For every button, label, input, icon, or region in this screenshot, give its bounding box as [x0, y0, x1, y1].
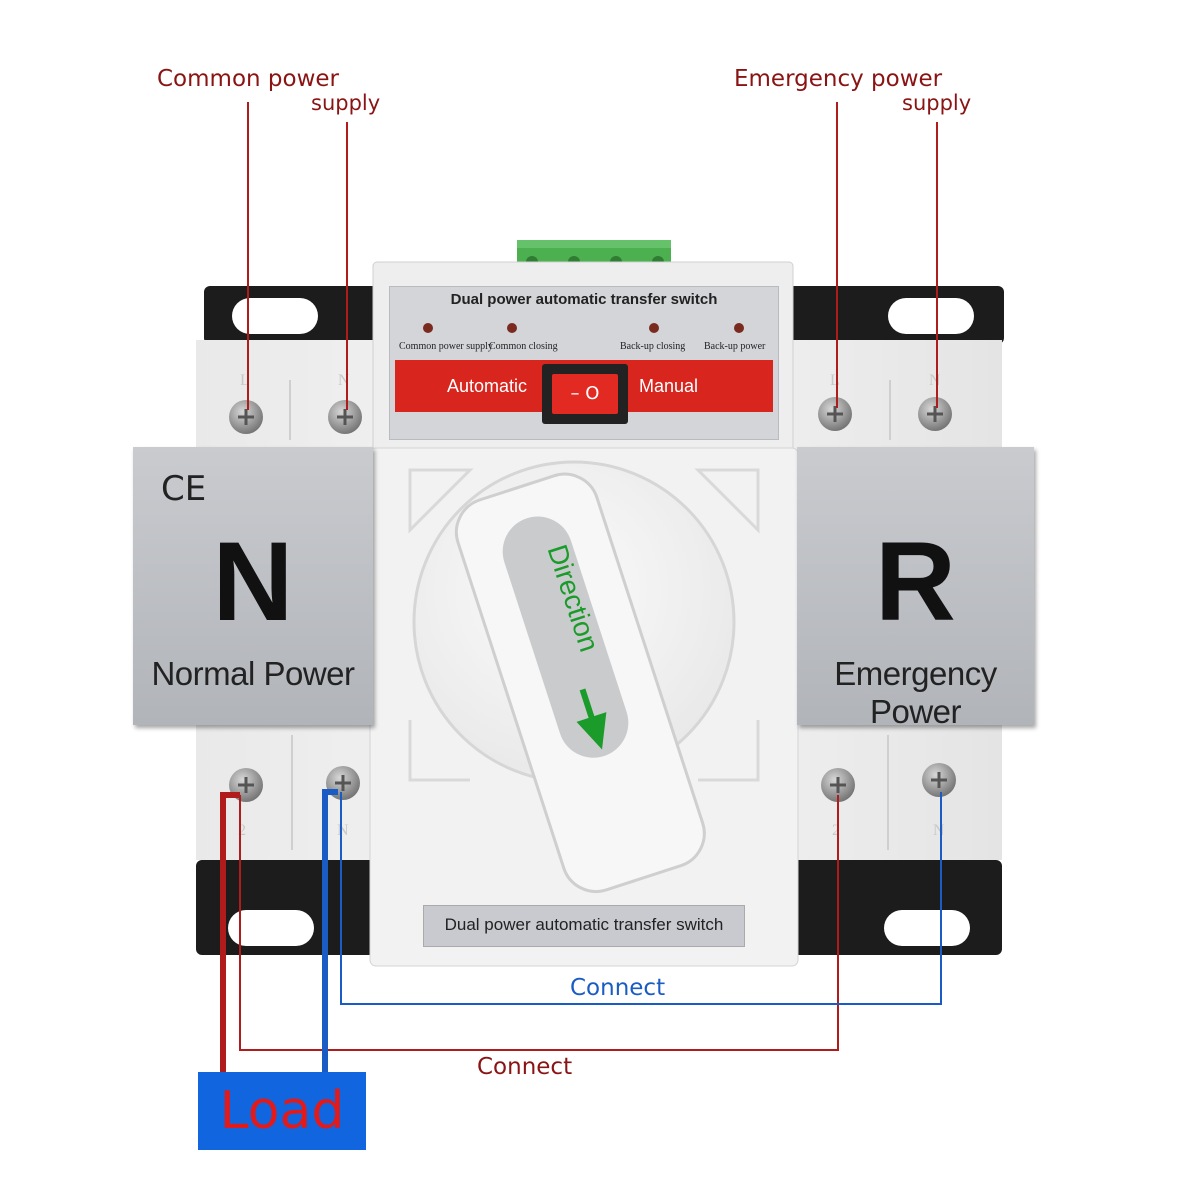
indicator-label: Common closing	[489, 341, 558, 352]
terminal-mark-n3: N	[337, 822, 349, 839]
blue-wires	[322, 789, 942, 1072]
terminal-mark-2a: 2	[238, 822, 246, 839]
indicator-label: Back-up power	[704, 341, 766, 352]
normal-plate-caption: Normal Power	[151, 655, 355, 692]
red-wires	[220, 792, 839, 1072]
mode-automatic-label: Automatic	[447, 376, 528, 396]
direction-arrow-icon	[576, 688, 607, 750]
load-label: Load	[219, 1081, 345, 1141]
connect-label-red: Connect	[477, 1054, 573, 1080]
switch-handle[interactable]: Direction	[448, 465, 714, 900]
load-box: Load	[198, 1072, 366, 1150]
control-panel-title: Dual power automatic transfer switch	[450, 291, 718, 308]
terminal-mark-2b: 2	[832, 822, 840, 839]
common-power-label: Common power	[157, 66, 339, 92]
indicator-label: Common power supply	[399, 341, 493, 352]
indicator-led	[649, 323, 659, 333]
mode-manual-label: Manual	[639, 376, 699, 396]
rocker-face: – O	[552, 374, 618, 414]
terminal-mark-n1: N	[338, 372, 350, 389]
indicator-led	[507, 323, 517, 333]
indicator-label: Back-up closing	[620, 341, 686, 352]
terminal-mark-n2: N	[929, 372, 941, 389]
ce-mark: CE	[161, 469, 207, 509]
indicator-led	[734, 323, 744, 333]
emergency-power-label: Emergency power	[734, 66, 943, 92]
common-power-label-sub: supply	[311, 91, 381, 115]
emergency-plate-caption: Emergency Power	[834, 655, 997, 730]
control-panel: Dual power automatic transfer switch Com…	[389, 286, 779, 440]
emergency-power-plate: R Emergency Power	[797, 447, 1034, 730]
normal-plate-letter: N	[212, 519, 294, 644]
bottom-label-plate: Dual power automatic transfer switch	[423, 905, 745, 947]
terminal-mark-l2: L	[830, 372, 840, 389]
mode-band: Automatic Manual – O	[395, 360, 773, 424]
emergency-plate-letter: R	[875, 519, 956, 644]
normal-power-plate: CE N Normal Power	[133, 447, 373, 725]
supply-leads	[247, 102, 938, 410]
terminal-mark-n4: N	[933, 822, 945, 839]
connect-label-blue: Connect	[570, 975, 666, 1001]
mode-rocker-switch[interactable]: – O	[542, 364, 628, 424]
terminal-mark-l1: L	[240, 372, 250, 389]
indicator-led	[423, 323, 433, 333]
emergency-power-label-sub: supply	[902, 91, 972, 115]
bottom-label-text: Dual power automatic transfer switch	[444, 915, 724, 934]
